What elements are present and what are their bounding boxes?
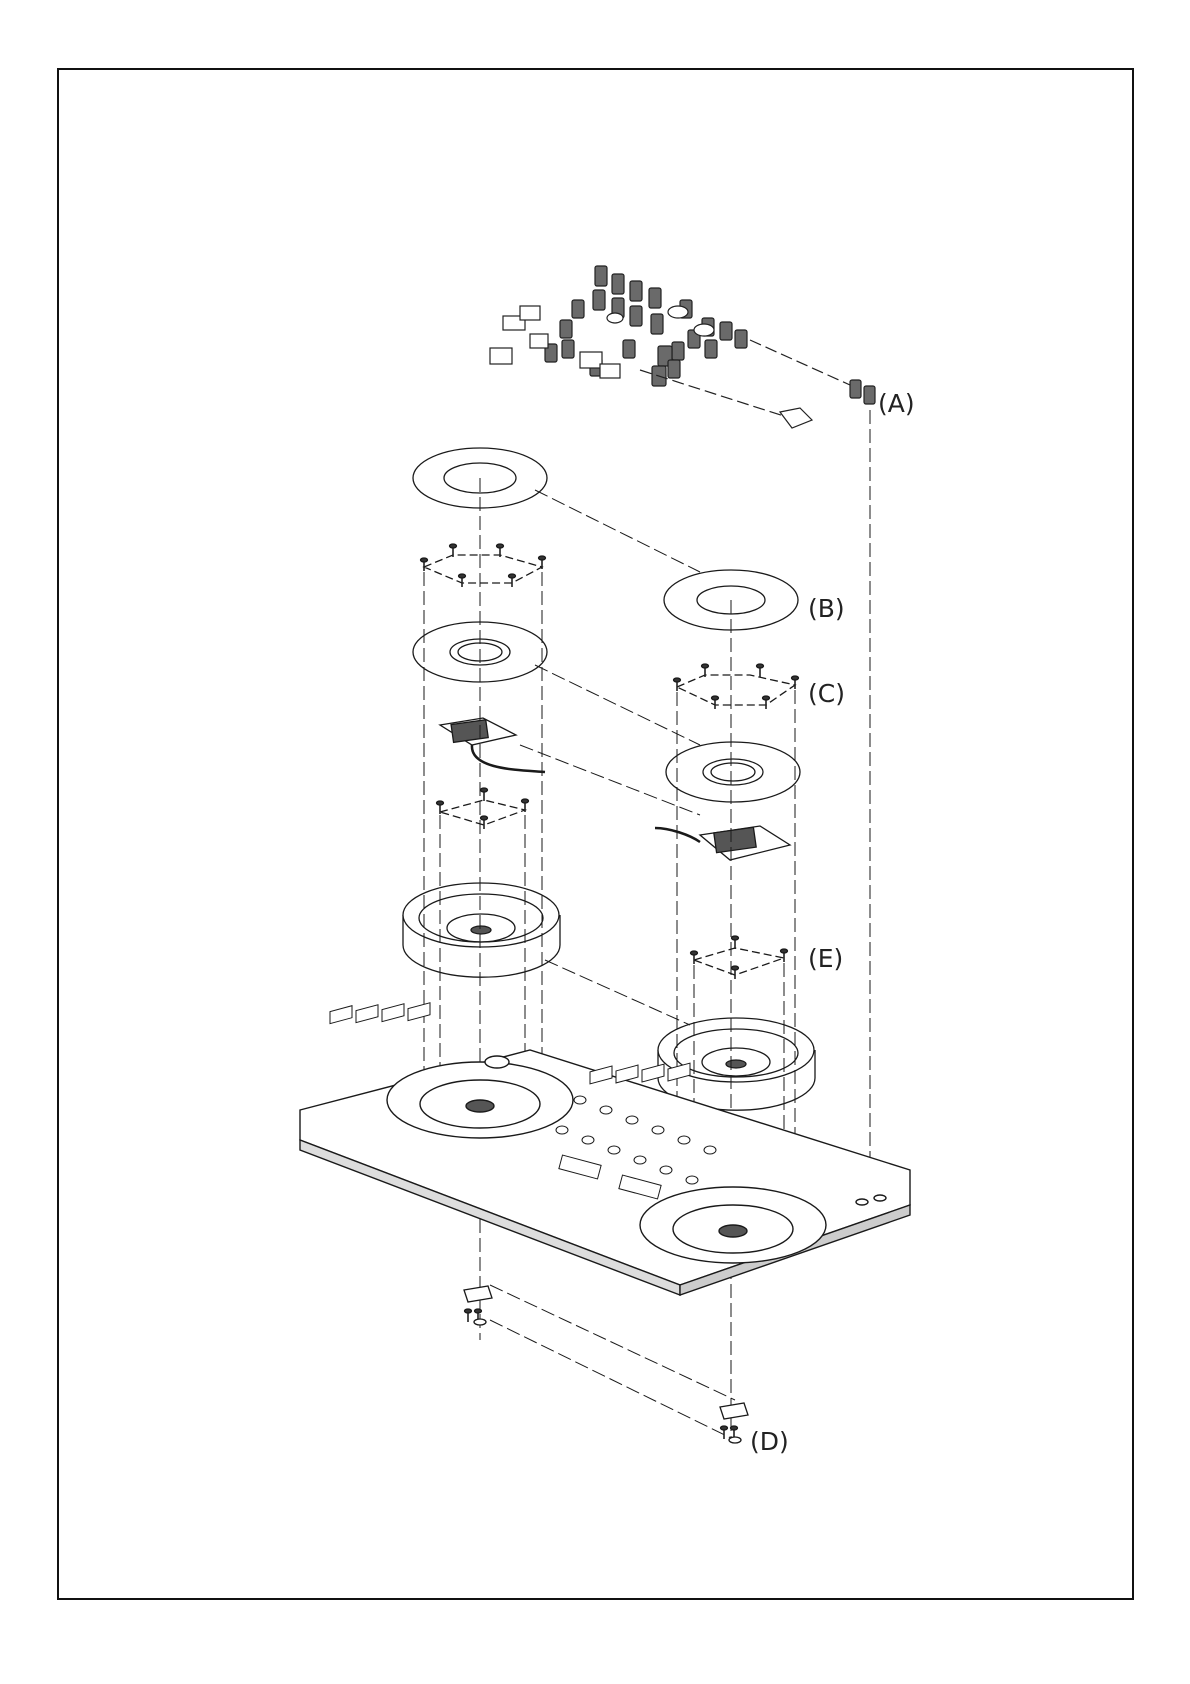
right-jog-assembly bbox=[655, 570, 815, 1110]
bottom-brackets bbox=[464, 1286, 748, 1443]
callout-c: (C) bbox=[808, 679, 845, 708]
callout-d: (D) bbox=[750, 1427, 789, 1456]
controller-top-panel bbox=[300, 1050, 910, 1295]
callout-b: (B) bbox=[808, 594, 845, 623]
knob-cluster bbox=[490, 266, 875, 428]
left-jog-assembly bbox=[403, 448, 560, 977]
callout-e: (E) bbox=[808, 944, 843, 973]
callout-a: (A) bbox=[878, 389, 915, 418]
